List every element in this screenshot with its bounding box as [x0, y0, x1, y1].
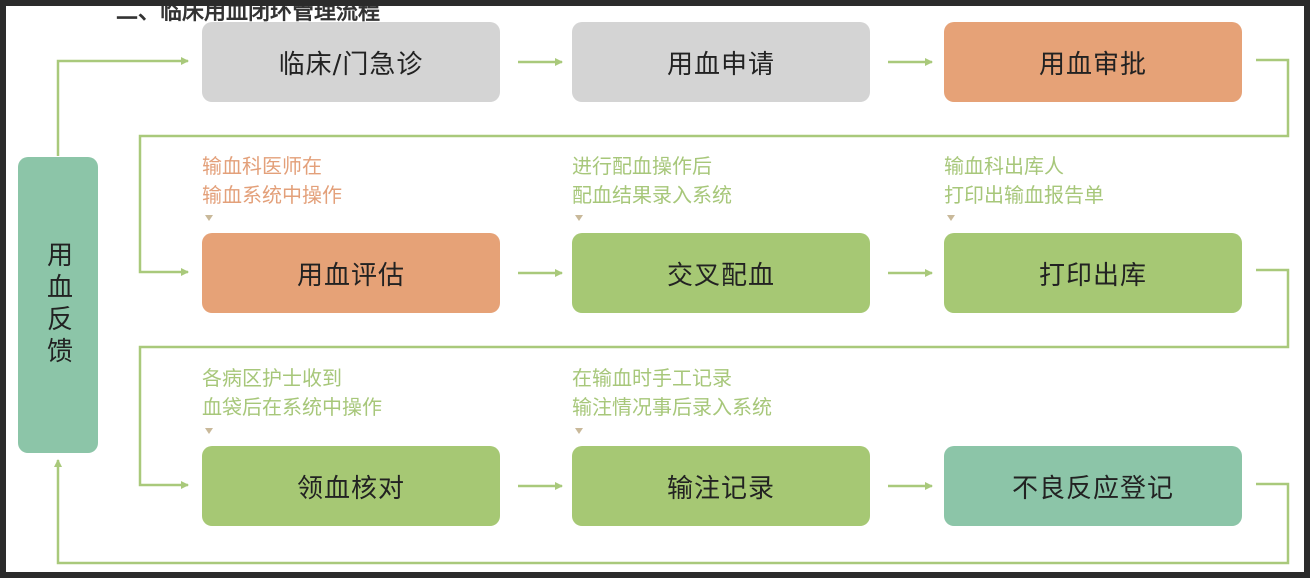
note-pointer-icon	[947, 215, 955, 221]
note-line: 输血科出库人	[944, 154, 1064, 178]
note-line: 打印出输血报告单	[944, 183, 1104, 207]
note-line: 输血系统中操作	[202, 183, 342, 207]
note-crossmatch: 进行配血操作后 配血结果录入系统	[572, 152, 732, 210]
note-pointer-icon	[575, 428, 583, 434]
note-line: 进行配血操作后	[572, 154, 712, 178]
note-line: 在输血时手工记录	[572, 366, 732, 390]
step-label: 打印出库	[1038, 260, 1147, 291]
connector-feedback-to-clinic	[56, 57, 189, 156]
step-transfusion-record: 输注记录	[572, 446, 870, 526]
note-evaluate: 输血科医师在 输血系统中操作	[202, 152, 342, 210]
step-crossmatch: 交叉配血	[572, 233, 870, 313]
note-collect: 各病区护士收到 血袋后在系统中操作	[202, 364, 382, 422]
connector-row1-row2	[138, 58, 1290, 276]
note-line: 各病区护士收到	[202, 366, 342, 390]
diagram-title-fragment: 二、临床用血闭环管理流程	[116, 6, 381, 25]
step-label: 领血核对	[296, 473, 405, 504]
note-print: 输血科出库人 打印出输血报告单	[944, 152, 1104, 210]
step-adverse-reaction: 不良反应登记	[944, 446, 1242, 526]
step-evaluate: 用血评估	[202, 233, 500, 313]
note-line: 输血科医师在	[202, 154, 322, 178]
feedback-box: 用血反馈	[18, 157, 98, 453]
step-clinic: 临床/门急诊	[202, 22, 500, 102]
note-line: 输注情况事后录入系统	[572, 395, 772, 419]
flow-diagram: 二、临床用血闭环管理流程 用血反馈	[6, 6, 1304, 572]
step-label: 输注记录	[666, 473, 775, 504]
connector-back-to-feedback	[54, 459, 1290, 565]
step-apply: 用血申请	[572, 22, 870, 102]
step-label: 用血申请	[666, 49, 775, 80]
note-transfusion: 在输血时手工记录 输注情况事后录入系统	[572, 364, 772, 422]
step-collect-verify: 领血核对	[202, 446, 500, 526]
feedback-label: 用血反馈	[42, 241, 73, 369]
note-pointer-icon	[205, 428, 213, 434]
connector-row2-row3	[138, 268, 1290, 489]
note-line: 血袋后在系统中操作	[202, 395, 382, 419]
step-label: 交叉配血	[666, 260, 775, 291]
step-label: 用血评估	[296, 260, 405, 291]
note-pointer-icon	[205, 215, 213, 221]
step-print-dispatch: 打印出库	[944, 233, 1242, 313]
step-approve: 用血审批	[944, 22, 1242, 102]
note-pointer-icon	[575, 215, 583, 221]
step-label: 用血审批	[1038, 49, 1147, 80]
note-line: 配血结果录入系统	[572, 183, 732, 207]
step-label: 不良反应登记	[1011, 473, 1174, 504]
step-label: 临床/门急诊	[278, 49, 424, 80]
flow-connectors	[54, 57, 1290, 565]
